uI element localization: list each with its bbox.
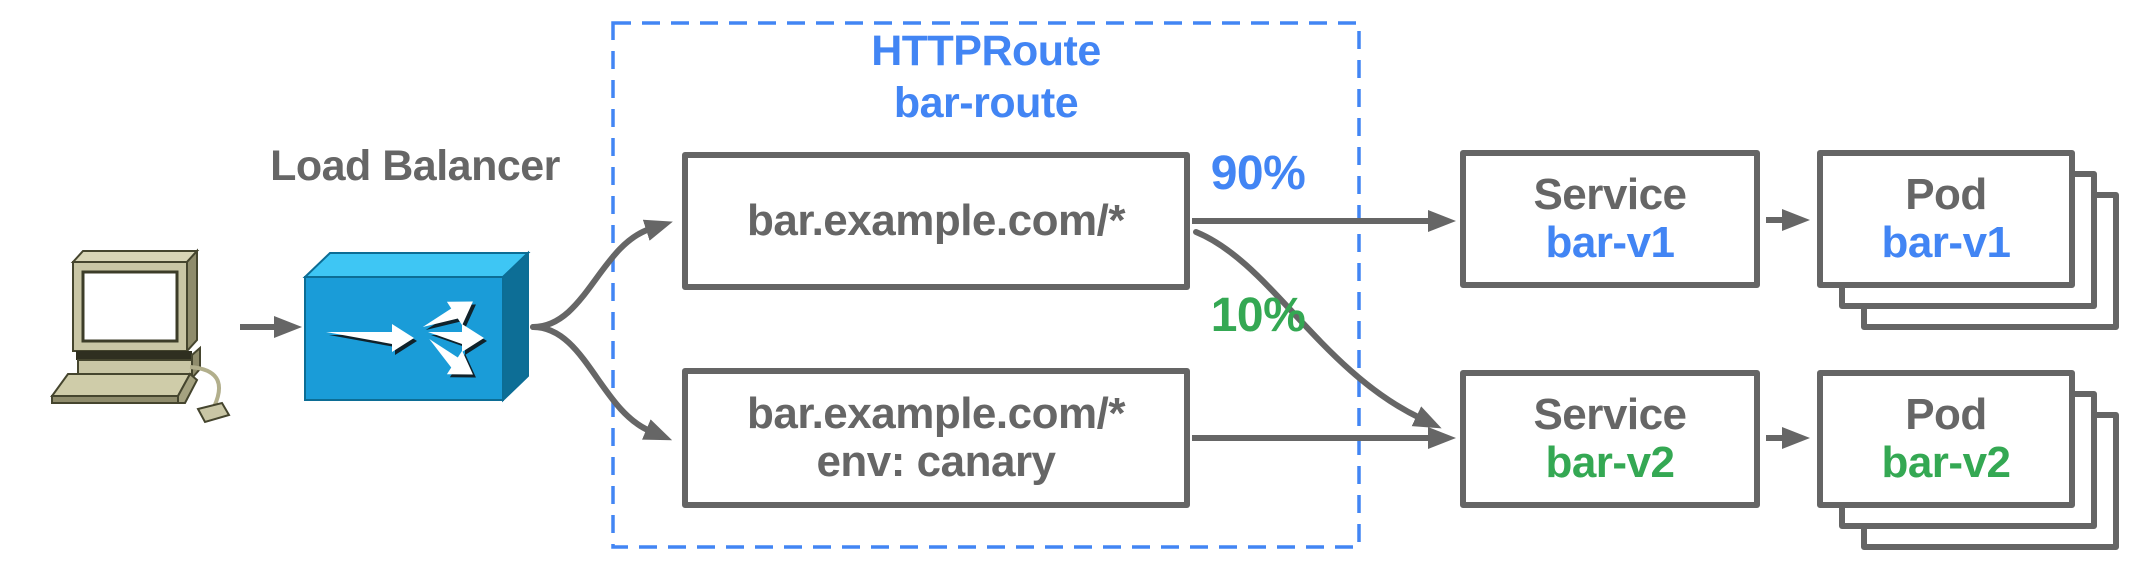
rule-match-box-2: bar.example.com/* env: canary — [682, 368, 1190, 508]
httproute-boundary — [611, 21, 1361, 549]
weight-90-label: 90% — [1210, 147, 1306, 200]
load-balancer-label: Load Balancer — [270, 142, 560, 190]
rule1-hostname: bar.example.com/* — [747, 195, 1125, 245]
weight-10-label: 10% — [1210, 289, 1306, 342]
pod-v2-name: bar-v2 — [1881, 438, 2011, 487]
service-v1-kind: Service — [1533, 169, 1687, 219]
pod-v2-kind: Pod — [1905, 389, 1987, 439]
lb-to-rule1-arrow — [530, 219, 673, 330]
load-balancer-icon — [302, 250, 531, 403]
lb-top-face — [302, 252, 531, 278]
keyboard — [50, 372, 199, 404]
rule-match-box-1: bar.example.com/* — [682, 152, 1190, 290]
rule2-header-match: env: canary — [816, 437, 1056, 486]
monitor — [70, 248, 200, 354]
service-v2-kind: Service — [1533, 389, 1687, 439]
mouse-cable — [189, 365, 221, 408]
httproute-title: HTTPRoute bar-route — [613, 26, 1359, 129]
service-v1-name: bar-v1 — [1545, 218, 1675, 267]
pod-v2-box: Pod bar-v2 — [1817, 370, 2075, 508]
service-v2-name: bar-v2 — [1545, 438, 1675, 487]
rule1-to-service-v2-arrow — [1193, 229, 1442, 429]
screen — [81, 270, 179, 343]
client-computer-icon — [50, 248, 231, 424]
mouse — [196, 401, 231, 424]
lb-side-face — [502, 250, 529, 403]
pod-v1-kind: Pod — [1905, 169, 1987, 219]
lb-to-rule2-arrow — [530, 324, 673, 441]
rule2-hostname: bar.example.com/* — [747, 388, 1125, 438]
service-v1-box: Service bar-v1 — [1460, 150, 1760, 288]
pod-v1-box: Pod bar-v1 — [1817, 150, 2075, 288]
httproute-name: bar-route — [893, 78, 1079, 127]
service-v2-box: Service bar-v2 — [1460, 370, 1760, 508]
pod-v1-name: bar-v1 — [1881, 218, 2011, 267]
httproute-kind: HTTPRoute — [871, 27, 1101, 75]
